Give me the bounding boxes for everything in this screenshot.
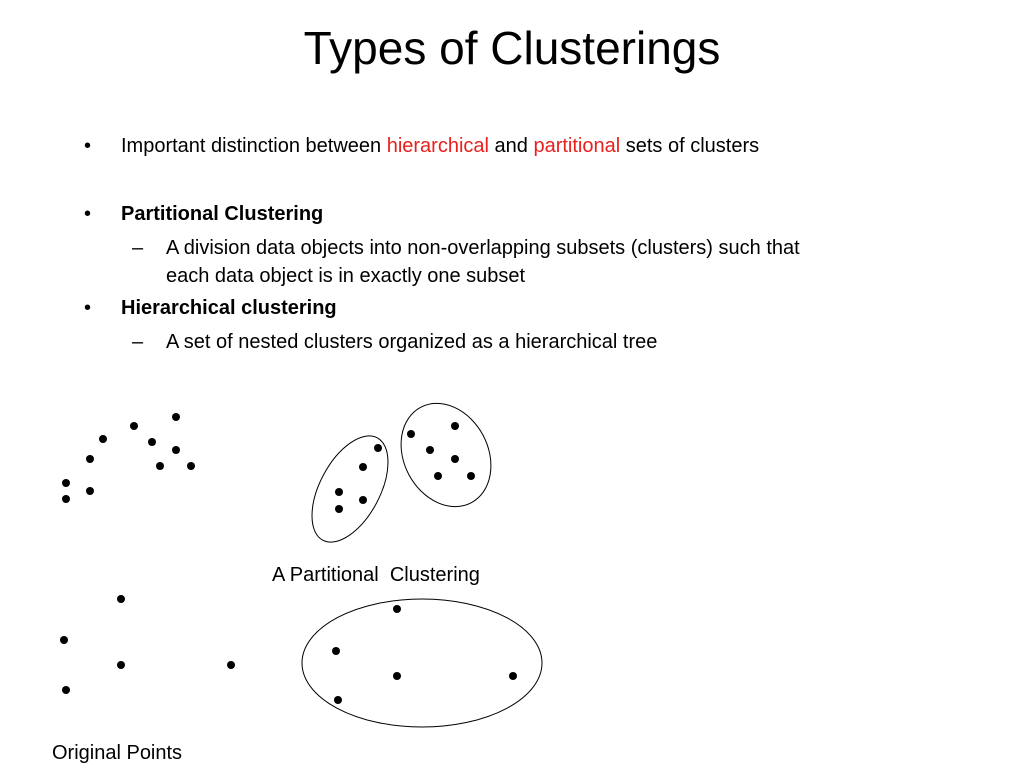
sub-line-1: A division data objects into non-overlap… xyxy=(166,237,800,259)
data-point xyxy=(359,463,367,471)
data-point xyxy=(60,636,68,644)
data-point xyxy=(374,444,382,452)
data-point xyxy=(509,672,517,680)
partitional-highlight: partitional xyxy=(533,135,621,157)
data-point xyxy=(86,487,94,495)
partitional-heading: Partitional Clustering xyxy=(121,203,324,225)
partitional-caption: A Partitional Clustering xyxy=(272,564,480,586)
sub-bullet-text: A set of nested clusters organized as a … xyxy=(166,331,658,353)
data-point xyxy=(332,647,340,655)
data-point xyxy=(172,446,180,454)
data-point xyxy=(426,446,434,454)
data-point xyxy=(227,661,235,669)
data-point xyxy=(335,488,343,496)
sub-bullet-marker: – xyxy=(132,331,144,353)
text-segment: sets of clusters xyxy=(620,135,760,157)
data-point xyxy=(187,462,195,470)
data-point xyxy=(148,438,156,446)
data-point xyxy=(393,605,401,613)
data-point xyxy=(467,472,475,480)
sub-line-2: each data object is in exactly one subse… xyxy=(166,265,526,287)
data-point xyxy=(172,413,180,421)
bullet-text: Important distinction between hierarchic… xyxy=(121,132,941,160)
cluster-ellipse-left xyxy=(311,435,389,543)
sub-bullet-marker: – xyxy=(132,237,144,259)
data-point xyxy=(407,430,415,438)
data-point xyxy=(117,595,125,603)
data-point xyxy=(62,495,70,503)
original-points-caption: Original Points xyxy=(52,742,183,764)
hierarchical-highlight: hierarchical xyxy=(386,135,489,157)
data-point xyxy=(99,435,107,443)
bullet-marker: • xyxy=(84,297,92,319)
sub-bullet-text: A division data objects into non-overlap… xyxy=(166,234,926,290)
data-point xyxy=(86,455,94,463)
data-point xyxy=(117,661,125,669)
data-point xyxy=(156,462,164,470)
data-point xyxy=(335,505,343,513)
data-point xyxy=(434,472,442,480)
text-segment: and xyxy=(488,135,534,157)
partitional-points xyxy=(335,422,475,513)
data-point xyxy=(393,672,401,680)
data-point xyxy=(359,496,367,504)
data-point xyxy=(451,422,459,430)
hierarchical-heading: Hierarchical clustering xyxy=(121,297,337,319)
original-points-lower xyxy=(60,595,235,694)
lower-cluster-points xyxy=(332,605,517,704)
data-point xyxy=(62,686,70,694)
data-point xyxy=(451,455,459,463)
bullet-marker: • xyxy=(84,203,92,225)
data-point xyxy=(130,422,138,430)
data-point xyxy=(334,696,342,704)
original-points-upper xyxy=(62,413,195,503)
slide-title: Types of Clusterings xyxy=(303,22,721,74)
cluster-ellipse-right xyxy=(400,402,492,508)
text-segment: Important distinction between xyxy=(121,135,387,157)
cluster-ellipse-lower xyxy=(301,598,543,728)
data-point xyxy=(62,479,70,487)
bullet-marker: • xyxy=(84,135,92,157)
